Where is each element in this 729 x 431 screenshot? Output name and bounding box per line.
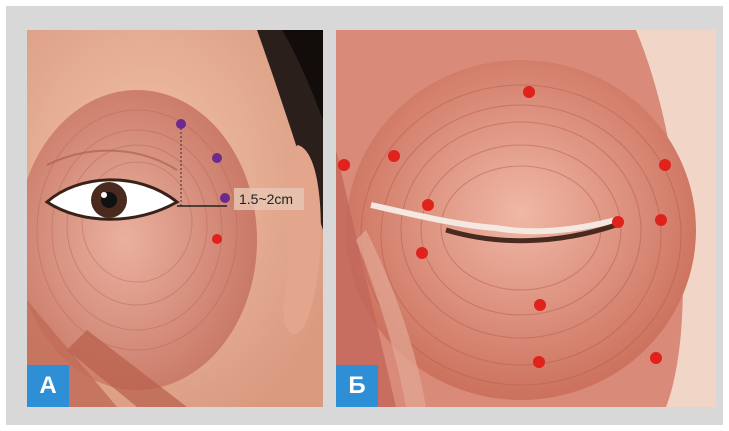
acupoint-marker bbox=[523, 86, 535, 98]
acupoint-marker bbox=[655, 214, 667, 226]
acupoint-marker bbox=[650, 352, 662, 364]
eye-with-skin-illustration: 1.5~2cm bbox=[27, 30, 323, 407]
acupoint-marker bbox=[534, 299, 546, 311]
acupoint-marker bbox=[212, 234, 222, 244]
acupoint-marker bbox=[212, 153, 222, 163]
acupoint-marker bbox=[416, 247, 428, 259]
measurement-label: 1.5~2cm bbox=[239, 191, 293, 207]
acupoint-marker bbox=[220, 193, 230, 203]
acupoint-marker bbox=[176, 119, 186, 129]
panel-a-label: А bbox=[27, 365, 69, 407]
acupoint-marker bbox=[533, 356, 545, 368]
orbicularis-muscle-illustration bbox=[336, 30, 716, 407]
panel-a: 1.5~2cm А bbox=[27, 30, 323, 407]
acupoint-marker bbox=[612, 216, 624, 228]
acupoint-marker bbox=[422, 199, 434, 211]
acupoint-marker bbox=[659, 159, 671, 171]
acupoint-marker bbox=[338, 159, 350, 171]
panel-b-label: Б bbox=[336, 365, 378, 407]
acupoint-marker bbox=[388, 150, 400, 162]
panel-b: Б bbox=[336, 30, 716, 407]
